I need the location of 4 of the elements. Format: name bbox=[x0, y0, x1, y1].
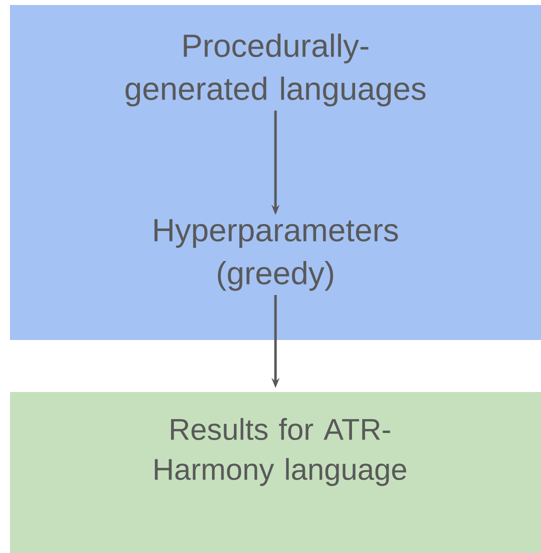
step-text: Hyperparameters (greedy) bbox=[154, 219, 398, 291]
heading-text: Procedurally-generated languages bbox=[126, 34, 426, 106]
result-box: Results for ATR-Harmony language bbox=[10, 392, 541, 553]
panel-background bbox=[10, 5, 541, 340]
